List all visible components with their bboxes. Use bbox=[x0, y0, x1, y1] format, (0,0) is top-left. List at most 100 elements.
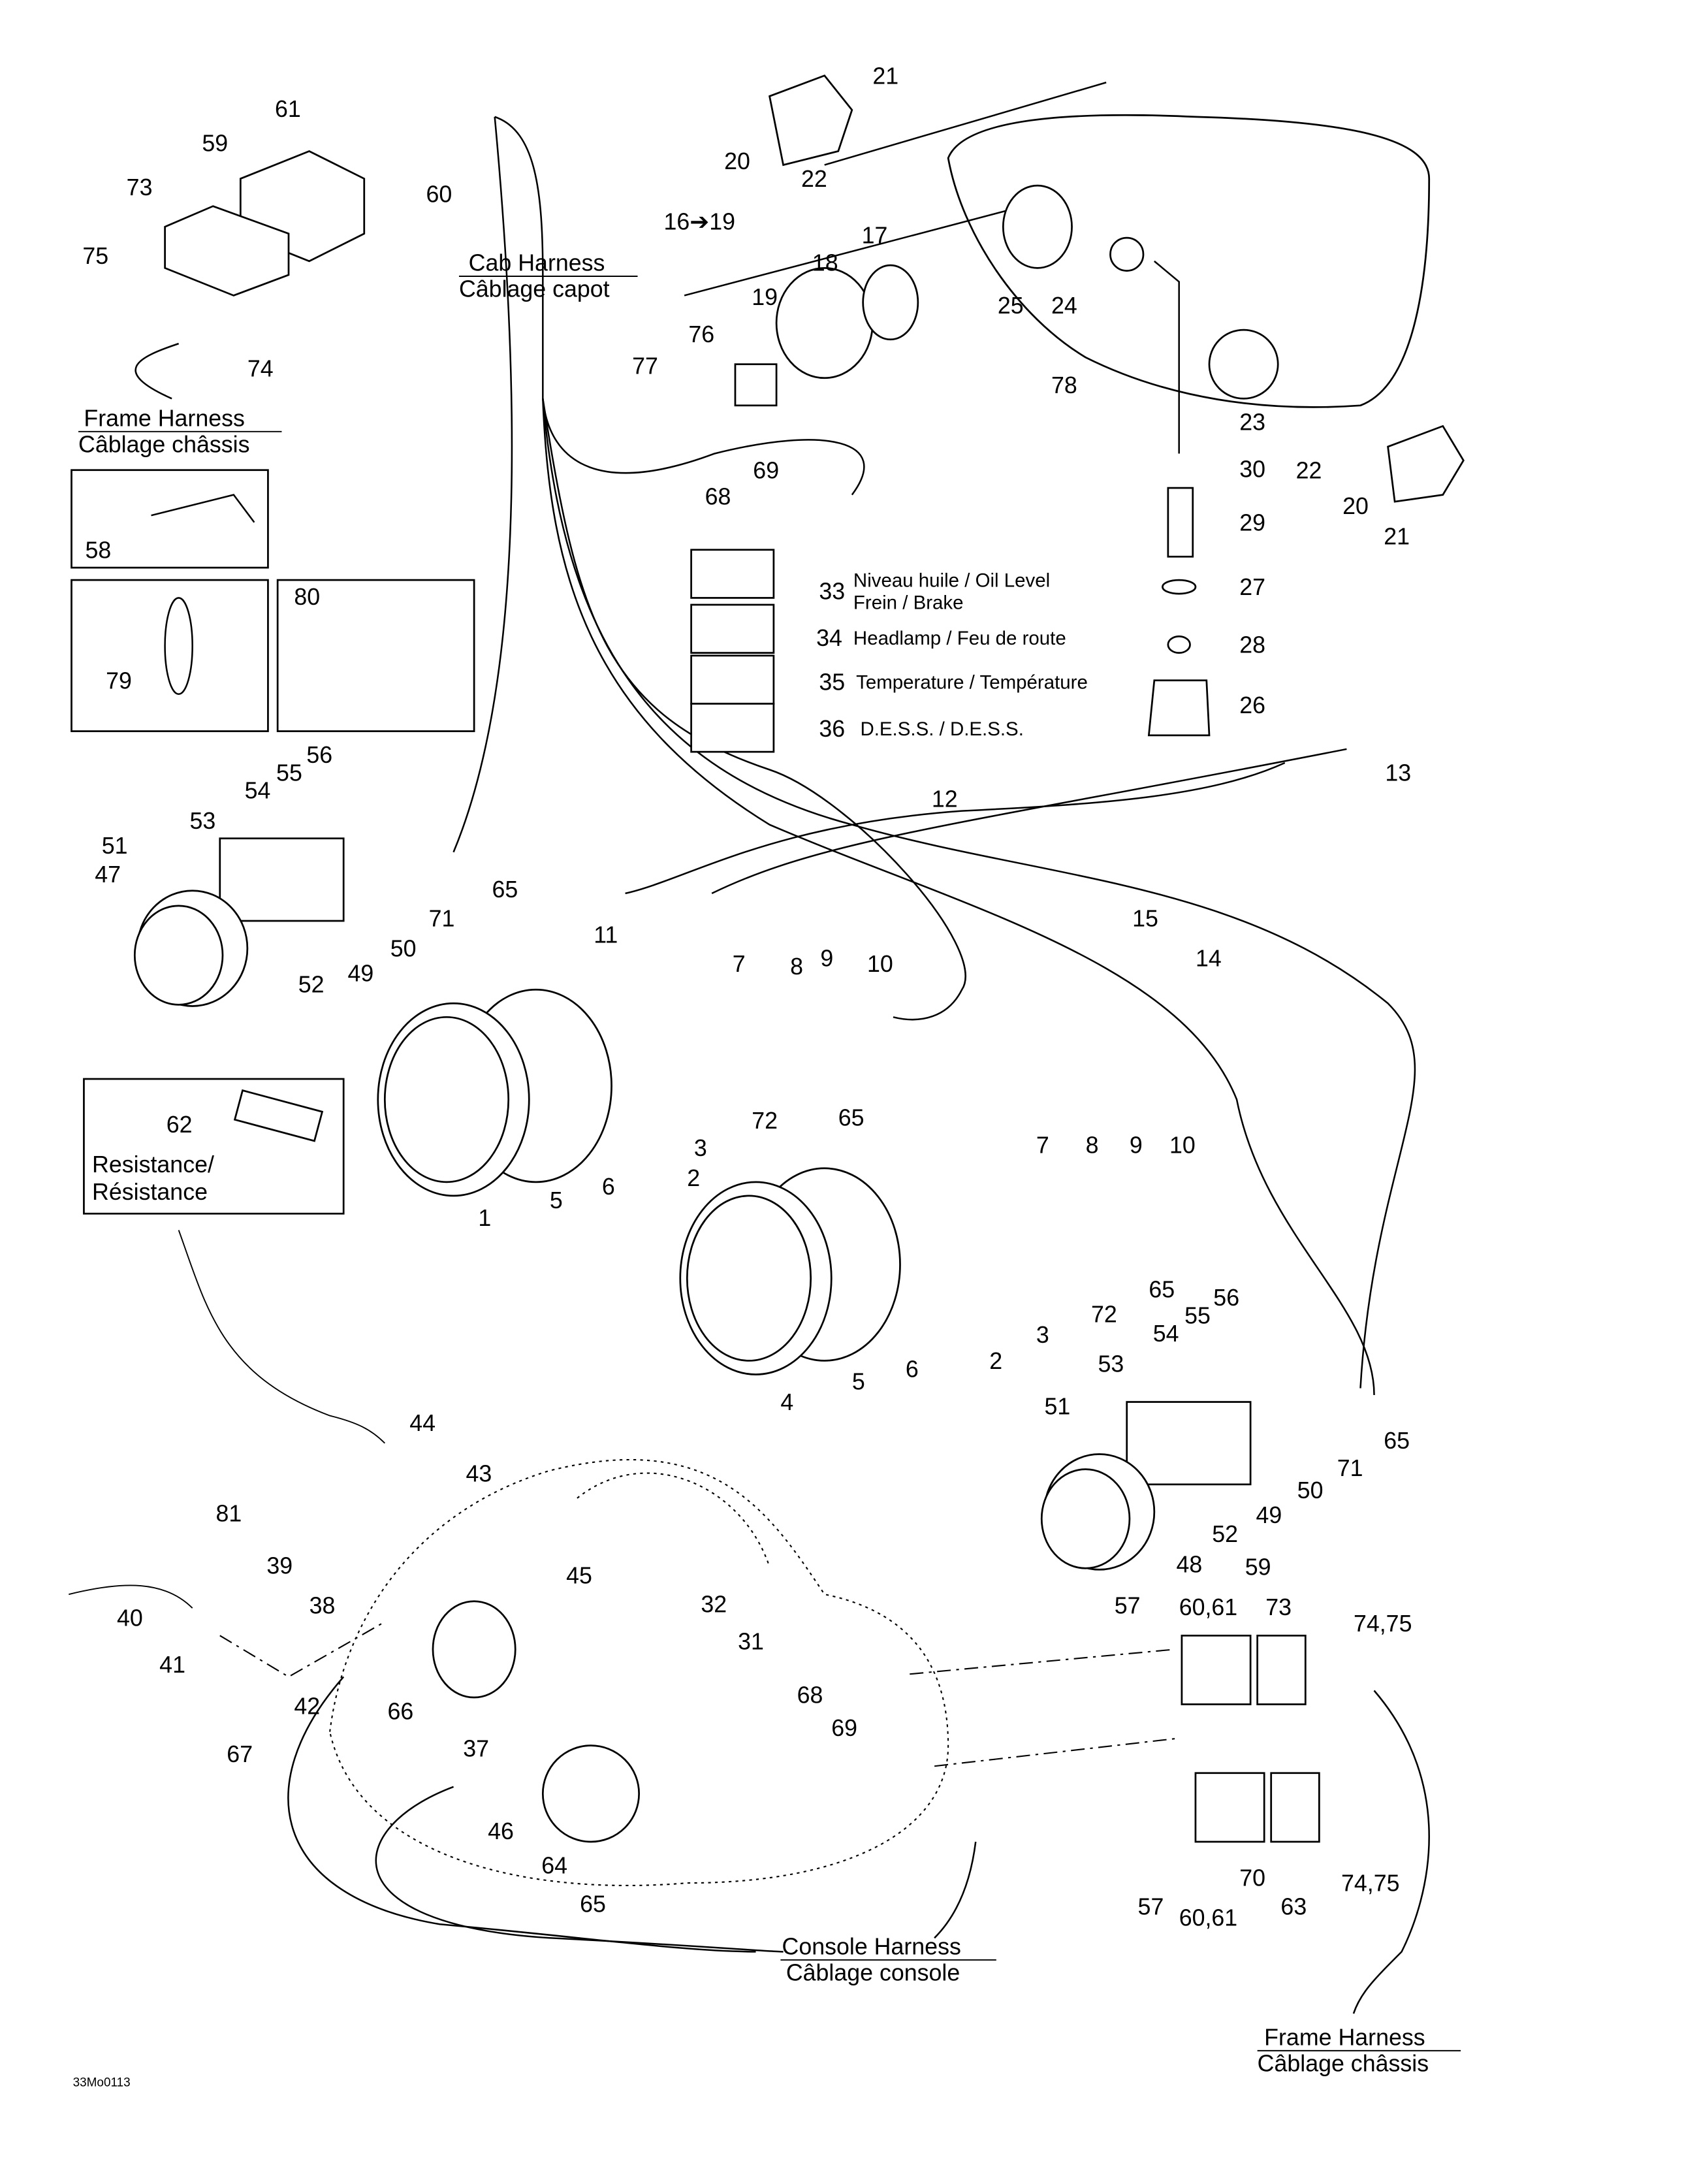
callout-56: 56 bbox=[1213, 1285, 1239, 1311]
callout-78: 78 bbox=[1051, 372, 1077, 398]
callout-68: 68 bbox=[797, 1682, 823, 1708]
callout-6: 6 bbox=[602, 1174, 615, 1200]
callout-72: 72 bbox=[752, 1108, 778, 1134]
callout-80: 80 bbox=[294, 584, 320, 610]
callout-51: 51 bbox=[1044, 1393, 1070, 1419]
callout-11: 11 bbox=[594, 922, 618, 948]
cab-harness-label-fr: Câblage capot bbox=[459, 276, 610, 302]
callout-60: 60 bbox=[426, 181, 452, 207]
callout-60-61: 60,61 bbox=[1179, 1594, 1238, 1620]
callout-6: 6 bbox=[906, 1357, 919, 1383]
callout-79: 79 bbox=[106, 667, 132, 694]
callout-10: 10 bbox=[867, 951, 893, 977]
callout-61: 61 bbox=[275, 96, 301, 122]
callout-29: 29 bbox=[1239, 509, 1265, 536]
console-harness-label-fr: Câblage console bbox=[786, 1960, 960, 1986]
callout-9: 9 bbox=[1130, 1132, 1143, 1159]
callout-7: 7 bbox=[1036, 1132, 1049, 1159]
callout-69: 69 bbox=[831, 1715, 857, 1741]
callout-65: 65 bbox=[1384, 1428, 1410, 1454]
callout-55: 55 bbox=[276, 760, 302, 786]
callout-57: 57 bbox=[1138, 1894, 1164, 1920]
drawing-lines bbox=[69, 74, 1465, 2014]
callout-35: 35 bbox=[819, 669, 845, 695]
callout-13: 13 bbox=[1385, 760, 1411, 786]
callout-52: 52 bbox=[298, 971, 325, 997]
callout-54: 54 bbox=[1153, 1321, 1179, 1347]
resistance-label: Resistance/ bbox=[92, 1151, 214, 1178]
callout-66: 66 bbox=[388, 1699, 414, 1725]
indicator-36-label: D.E.S.S. / D.E.S.S. bbox=[860, 718, 1023, 740]
callout-45: 45 bbox=[566, 1562, 592, 1588]
callout-63: 63 bbox=[1280, 1894, 1307, 1920]
callout-22: 22 bbox=[1296, 457, 1322, 483]
callout-1: 1 bbox=[478, 1205, 491, 1231]
callout-68: 68 bbox=[705, 483, 731, 509]
frame-harness-label-bottom-fr: Câblage châssis bbox=[1258, 2050, 1429, 2076]
callout-49: 49 bbox=[347, 961, 373, 987]
callout-4: 4 bbox=[780, 1389, 793, 1415]
callout-23: 23 bbox=[1239, 410, 1265, 436]
callout-51: 51 bbox=[102, 833, 128, 859]
indicator-33-label: Niveau huile / Oil Level bbox=[853, 570, 1050, 592]
callout-21: 21 bbox=[872, 63, 898, 89]
callout-34: 34 bbox=[816, 625, 842, 651]
callout-69: 69 bbox=[753, 457, 779, 483]
callout-32: 32 bbox=[701, 1592, 727, 1618]
callout-52: 52 bbox=[1212, 1521, 1238, 1547]
callout-65: 65 bbox=[580, 1891, 606, 1917]
callout-53: 53 bbox=[1098, 1351, 1124, 1377]
callout-65: 65 bbox=[492, 876, 518, 903]
callout-74: 74 bbox=[247, 356, 274, 382]
callout-22: 22 bbox=[801, 166, 827, 192]
callout-3: 3 bbox=[694, 1135, 707, 1161]
callout-27: 27 bbox=[1239, 574, 1265, 600]
callout-7: 7 bbox=[733, 951, 746, 977]
callout-49: 49 bbox=[1256, 1502, 1282, 1528]
callout-12: 12 bbox=[932, 786, 958, 812]
cab-harness-label: Cab Harness bbox=[469, 250, 605, 276]
callout-31: 31 bbox=[738, 1628, 764, 1654]
callout-5: 5 bbox=[852, 1369, 865, 1395]
indicator-35-label: Temperature / Température bbox=[856, 671, 1088, 693]
harness-labels: Cab Harness Câblage capot Frame Harness … bbox=[73, 250, 1461, 2090]
callout-76: 76 bbox=[688, 321, 714, 347]
callout-72: 72 bbox=[1091, 1301, 1117, 1327]
callout-18: 18 bbox=[812, 250, 838, 276]
callout-55: 55 bbox=[1184, 1303, 1211, 1329]
callout-30: 30 bbox=[1239, 456, 1265, 482]
callout-65: 65 bbox=[838, 1105, 865, 1131]
callout-2: 2 bbox=[989, 1348, 1002, 1374]
callout-44: 44 bbox=[409, 1410, 436, 1436]
callout-36: 36 bbox=[819, 716, 845, 742]
callout-57: 57 bbox=[1115, 1593, 1141, 1619]
callout-62: 62 bbox=[167, 1112, 193, 1138]
callout-25: 25 bbox=[998, 293, 1024, 319]
callout-77: 77 bbox=[632, 353, 658, 379]
callout-67: 67 bbox=[227, 1741, 253, 1767]
callout-2: 2 bbox=[687, 1165, 700, 1191]
callout-24: 24 bbox=[1051, 293, 1077, 319]
callout-40: 40 bbox=[117, 1605, 143, 1631]
frame-harness-label-top: Frame Harness bbox=[84, 405, 244, 431]
callout-5: 5 bbox=[550, 1187, 563, 1213]
callout-74-75: 74,75 bbox=[1354, 1611, 1412, 1637]
callout-28: 28 bbox=[1239, 632, 1265, 658]
callout-42: 42 bbox=[294, 1693, 320, 1719]
callout-33: 33 bbox=[819, 579, 845, 605]
callout-54: 54 bbox=[245, 778, 271, 804]
drawing-code: 33Mo0113 bbox=[73, 2076, 131, 2090]
callout-47: 47 bbox=[95, 861, 121, 888]
callout-17: 17 bbox=[862, 222, 888, 248]
callout-65: 65 bbox=[1149, 1277, 1175, 1303]
callout-73: 73 bbox=[127, 174, 153, 201]
callout-37: 37 bbox=[463, 1736, 489, 1762]
callout-75: 75 bbox=[82, 243, 108, 269]
callout-60-61: 60,61 bbox=[1179, 1904, 1238, 1931]
callout-21: 21 bbox=[1384, 523, 1410, 549]
callout-56: 56 bbox=[306, 742, 332, 768]
frame-harness-label-top-fr: Câblage châssis bbox=[78, 431, 249, 457]
callout-53: 53 bbox=[189, 808, 215, 834]
